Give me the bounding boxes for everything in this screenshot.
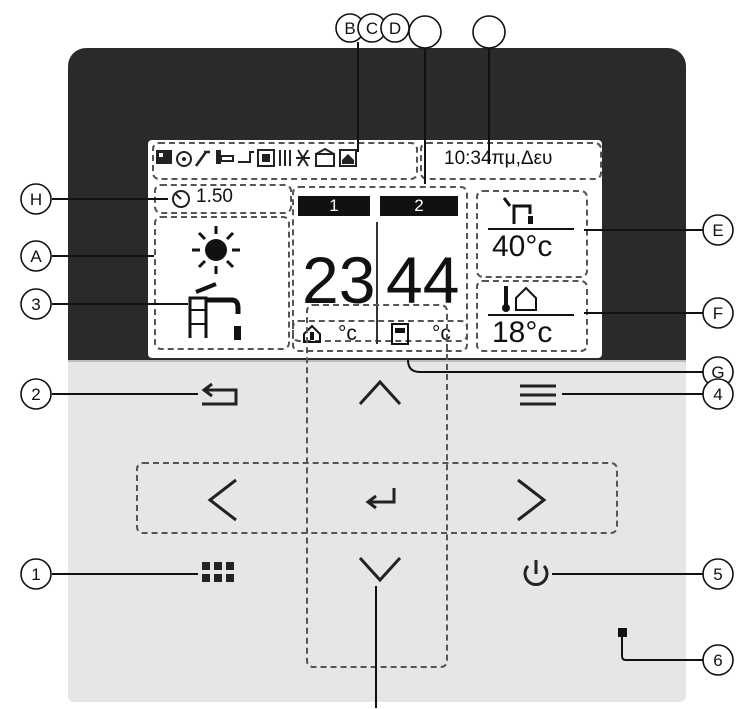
callout-c: C <box>366 19 378 38</box>
zone-units-frame <box>292 320 468 352</box>
callout-empty-2 <box>472 15 506 49</box>
sun-icon <box>192 226 240 274</box>
callout-3: 3 <box>31 295 40 314</box>
frost-icon <box>257 149 275 167</box>
dhw-temp: 40°c <box>492 230 553 263</box>
arrow-icon <box>238 151 254 163</box>
callout-h: H <box>30 190 42 209</box>
boiler-icon <box>315 147 335 167</box>
callout-2-circle <box>20 378 52 410</box>
outdoor-frame <box>476 280 588 352</box>
callout-a-circle <box>20 240 52 272</box>
thermo-icon <box>216 150 234 164</box>
callout-5: 5 <box>713 565 722 584</box>
down-button[interactable] <box>356 554 404 586</box>
callout-f-circle <box>702 297 734 329</box>
clock-text: 10:34πμ,Δευ <box>444 148 553 169</box>
back-button[interactable] <box>198 380 244 410</box>
clock-frame <box>420 142 602 180</box>
outdoor-temp: 18°c <box>492 316 553 349</box>
zone-divider <box>376 222 378 344</box>
callout-1-circle <box>20 558 52 590</box>
home-icon <box>339 149 357 167</box>
remote-sensor-icon <box>391 323 409 345</box>
callout-4-circle <box>702 378 734 410</box>
leader-6 <box>621 632 704 661</box>
dhw-tap-icon <box>502 197 533 224</box>
callout-2: 2 <box>31 385 40 404</box>
left-button[interactable] <box>204 476 240 524</box>
zone1-badge: 1 <box>298 196 370 216</box>
callout-g: G <box>711 363 724 382</box>
mode-frame <box>154 216 290 350</box>
callout-b: B <box>344 19 355 38</box>
outdoor-home-icon <box>502 286 537 312</box>
outdoor-rule <box>488 314 574 316</box>
display-icon <box>156 150 172 164</box>
wrench-icon <box>194 150 210 167</box>
callout-4: 4 <box>713 385 722 404</box>
dhw-frame <box>476 190 588 278</box>
callout-6: 6 <box>713 651 722 670</box>
status-bar-frame <box>152 142 418 180</box>
heater-icon <box>279 150 291 166</box>
room-thermo-icon <box>303 324 321 343</box>
callout-e-circle <box>702 214 734 246</box>
defrost-icon <box>296 149 310 167</box>
lcd-screen: 10:34πμ,Δευ 1.50 1 2 23 44 °c °c 40°c <box>148 140 602 358</box>
function-grid-button[interactable] <box>198 560 244 588</box>
up-button[interactable] <box>356 376 404 408</box>
callout-f: F <box>713 304 723 323</box>
callout-1: 1 <box>31 565 40 584</box>
enter-button[interactable] <box>362 486 398 514</box>
right-button[interactable] <box>514 476 550 524</box>
zone1-unit: °c <box>338 322 357 345</box>
timer-value: 1.50 <box>196 186 233 207</box>
dhw-rule <box>488 228 574 230</box>
power-button[interactable] <box>520 558 552 592</box>
leader-g <box>407 359 704 373</box>
callout-empty-1 <box>408 15 442 49</box>
callout-d: D <box>389 19 401 38</box>
callout-3-circle <box>20 288 52 320</box>
callout-a: A <box>30 247 42 266</box>
callout-e: E <box>712 221 723 240</box>
callout-6-circle <box>702 644 734 676</box>
zone2-badge: 2 <box>380 196 458 216</box>
zones-frame <box>292 186 468 342</box>
status-icon-bar <box>156 147 357 167</box>
gear-icon <box>176 151 192 167</box>
menu-button[interactable] <box>516 380 560 410</box>
callout-h-circle <box>20 183 52 215</box>
callout-5-circle <box>702 558 734 590</box>
dpad-horizontal-frame <box>136 462 618 534</box>
tap-icon <box>188 282 241 340</box>
timer-icon <box>172 190 190 208</box>
